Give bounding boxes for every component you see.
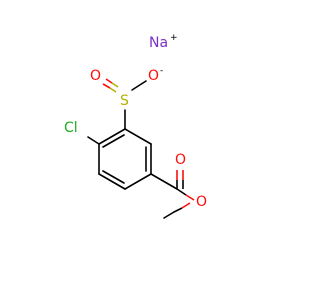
benzene-ring [98,128,152,190]
bond-ether-oxygen-methyl-b [181,202,191,209]
bond-c1-c2 [124,128,152,145]
bond-c6-c1-inner [102,134,125,148]
sulfur-label: S [120,93,129,109]
bond-sulfur-oxygen-double-d [109,87,117,93]
chlorine-label: Cl [64,120,78,136]
bond-c3-c4 [124,173,152,190]
sodium-label: Na [149,35,168,51]
bond-carbonyl-ether-oxygen-a [176,188,187,196]
bond-ether-oxygen-methyl-a [173,207,183,213]
bond-sulfur-oxygen-double-b [111,82,119,88]
bond-ring-carbonyl-carbon [150,173,178,190]
sodium-charge: + [170,33,178,43]
bond-ring-chlorine [87,136,100,145]
sulfinate-oxygen-anion-label: O [148,68,159,84]
sulfinate-oxygen-double-label: O [90,68,101,84]
bond-sulfur-oxygen-double-c [102,83,111,89]
bond-sulfur-oxygen-double-a [105,78,113,84]
bond-carbonyl-ether-oxygen-b [185,194,195,201]
bond-c6-c1 [98,128,126,145]
bond-c4-c5 [98,173,126,190]
ester-carbonyl-oxygen-label: O [175,152,186,168]
ester-ether-oxygen-label: O [196,194,207,210]
bond-sulfur-oxygen-anion [131,80,147,91]
chemical-structure-diagram: Na + S O O - Cl O O [64,33,207,219]
bond-methyl-stub [163,211,175,219]
sulfinate-oxygen-anion-charge: - [160,66,163,76]
bond-c4-c5-inner [102,170,125,184]
